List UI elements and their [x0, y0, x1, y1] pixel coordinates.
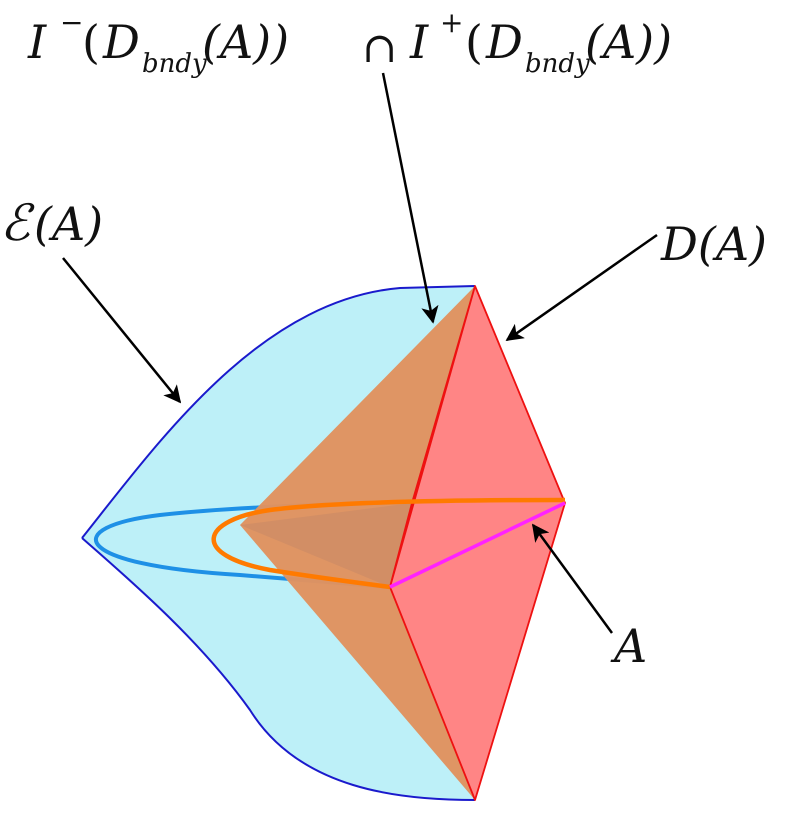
intersection-label-d-2: D — [485, 15, 523, 69]
intersection-label-minus-sup: − — [60, 6, 83, 39]
intersection-label-sub-1: bndy — [142, 49, 207, 79]
intersection-label-plus-sup: + — [440, 6, 463, 39]
arrow-to-domain — [505, 233, 658, 342]
intersection-label-d-1: D — [102, 15, 140, 69]
region-a-label: A — [610, 619, 647, 673]
arrow-to-region — [531, 523, 614, 634]
arrow-to-intersection — [381, 72, 439, 324]
entanglement-wedge-lower-edge — [81, 537, 476, 801]
causal-diamond-front — [390, 286, 565, 800]
intersection-label-open-1: ( — [82, 15, 100, 69]
intersection-label-sub-2: bndy — [525, 49, 590, 79]
arrow-to-wedge — [62, 257, 182, 404]
region-a-segment — [389, 501, 566, 589]
intersection-label-arg-1: (A)) — [202, 15, 289, 69]
intersection-label-i-plus: I — [409, 15, 429, 69]
intersection-label-cap: ∩ — [362, 23, 397, 72]
intersection-label-open-2: ( — [465, 15, 483, 69]
intersection-label-i-minus: I — [27, 15, 47, 69]
orange-boundary-curve — [211, 497, 566, 590]
intersection-label: I − ( D bndy (A)) ∩ I + ( D bndy (A)) — [27, 6, 672, 79]
intersection-region-shade — [240, 503, 412, 587]
entanglement-wedge-upper-edge — [81, 285, 476, 539]
entanglement-wedge-label-arg: (A) — [34, 197, 103, 251]
causal-domain-label: D(A) — [660, 217, 767, 271]
entanglement-wedge-label: ℰ (A) — [0, 194, 103, 252]
intersection-label-arg-2: (A)) — [585, 15, 672, 69]
entanglement-wedge-label-e: ℰ — [0, 194, 35, 252]
